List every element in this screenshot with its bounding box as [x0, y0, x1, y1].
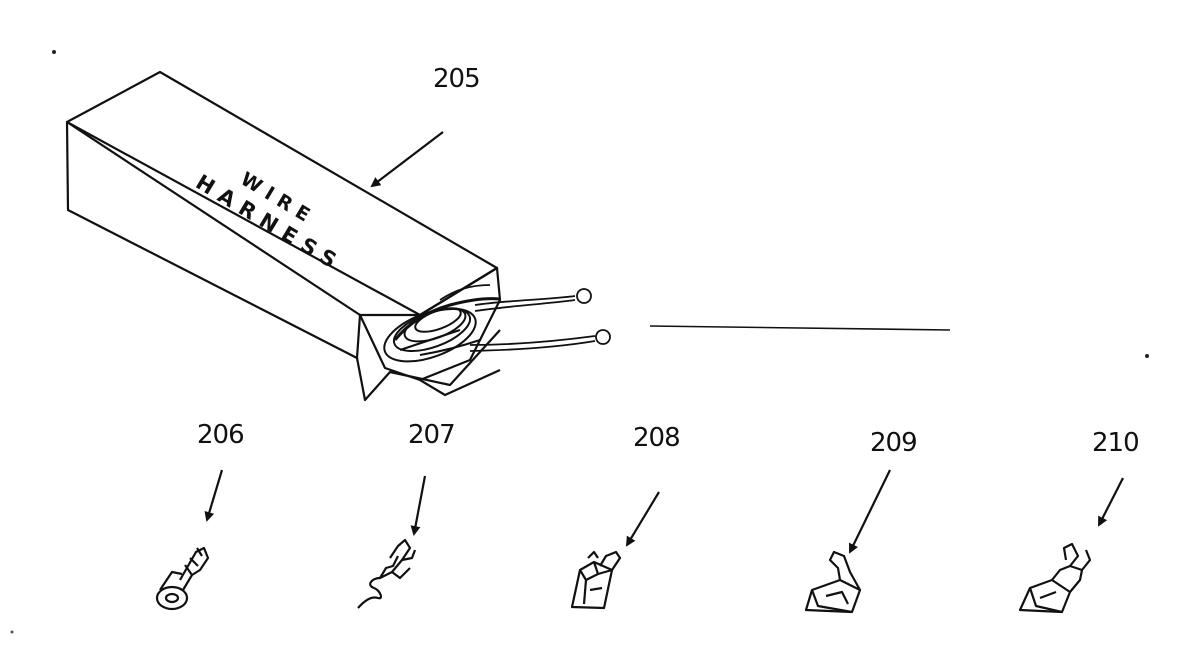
callout-label-206: 206 — [197, 420, 245, 450]
ring-terminal-end — [576, 288, 592, 304]
leader-arrow-206 — [204, 469, 224, 522]
box-flap — [355, 329, 501, 402]
female-spade-connector — [1018, 542, 1092, 614]
box-end-face — [65, 121, 362, 360]
female-spade-connector — [804, 550, 862, 614]
speck — [52, 50, 56, 54]
wire-harness-box — [65, 70, 502, 402]
speck — [1145, 354, 1149, 358]
callout-label-207: 207 — [408, 420, 456, 450]
callout-label-210: 210 — [1092, 428, 1140, 458]
ring-terminal-end — [595, 329, 611, 345]
hook-terminal — [357, 538, 417, 609]
box-flap-line — [419, 368, 501, 397]
callout-label-208: 208 — [633, 423, 681, 453]
leader-arrow-205 — [370, 131, 444, 188]
ring-terminal — [155, 546, 210, 611]
separator-line — [649, 325, 951, 331]
leader-arrow-209 — [849, 469, 891, 554]
coiled-wires — [383, 297, 501, 363]
box-front-edge — [66, 121, 361, 316]
speck — [10, 630, 14, 634]
leader-arrow-208 — [625, 491, 660, 547]
leader-arrow-210 — [1098, 477, 1124, 527]
box-open-end — [358, 266, 502, 382]
leader-arrow-207 — [410, 475, 427, 536]
callout-label-205: 205 — [433, 64, 481, 94]
callout-label-209: 209 — [870, 428, 918, 458]
female-spade-connector — [570, 550, 622, 610]
lead-wires — [439, 284, 611, 352]
